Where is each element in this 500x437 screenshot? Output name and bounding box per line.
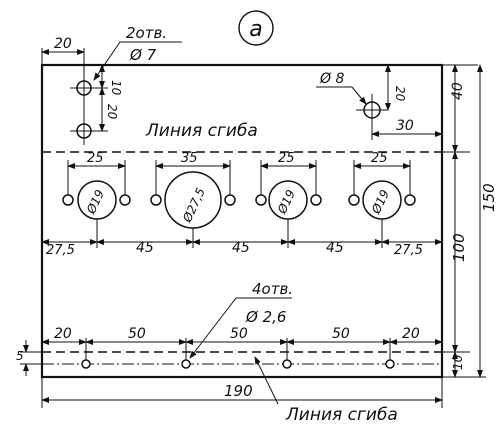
dim-35: 35: [181, 151, 198, 166]
dim-25-b: 25: [278, 151, 295, 166]
dim-5-left: 5: [16, 349, 24, 363]
label-holes-group-bottom: 4отв.: [252, 280, 293, 298]
dim-20-vertical: 20: [105, 104, 119, 120]
label-hole-single-dia: Ø 8: [319, 71, 344, 87]
dim-20-bottom-left: 20: [54, 326, 72, 342]
label-holes-group-bottom-dia: Ø 2,6: [245, 308, 286, 326]
dim-10-top: 10: [109, 80, 123, 96]
label-holes-group-top-dia: Ø 7: [129, 46, 157, 64]
dim-100: 100: [450, 233, 468, 262]
view-label-text: a: [249, 17, 262, 42]
dim-45-b: 45: [232, 240, 250, 256]
dim-190: 190: [224, 382, 253, 400]
dim-25-a: 25: [87, 151, 104, 166]
dim-50-a: 50: [128, 326, 146, 342]
dim-27-5-right: 27,5: [394, 243, 423, 258]
dim-25-c: 25: [371, 151, 388, 166]
dim-20-top-right: 20: [393, 86, 407, 102]
big-holes-row: [62, 171, 416, 229]
dim-10-right: 10: [451, 354, 465, 370]
plate-outline: [40, 63, 444, 379]
dim-50-c: 50: [332, 326, 350, 342]
dimension-lines: [20, 41, 486, 408]
dim-45-a: 45: [136, 240, 154, 256]
dim-50-b: 50: [230, 326, 248, 342]
labels: 2отв. Ø 7 Ø 8 Линия сгиба 4отв. Ø 2,6 Ли…: [126, 24, 398, 425]
label-holes-group-top: 2отв.: [126, 24, 167, 42]
dim-40: 40: [450, 82, 466, 100]
dim-20-top-left: 20: [54, 36, 72, 52]
small-holes-top-left: [70, 74, 98, 145]
small-holes-bottom: [81, 359, 395, 369]
dim-27-5-left: 27,5: [46, 243, 75, 258]
dim-150: 150: [480, 183, 498, 212]
dim-45-c: 45: [326, 240, 344, 256]
label-bend-line-top: Линия сгиба: [145, 121, 258, 141]
view-label: a: [238, 10, 274, 46]
dim-30: 30: [396, 118, 414, 134]
hole-top-right: [356, 94, 388, 126]
label-bend-line-bottom: Линия сгиба: [285, 405, 398, 425]
dim-20-bottom-right: 20: [402, 326, 420, 342]
